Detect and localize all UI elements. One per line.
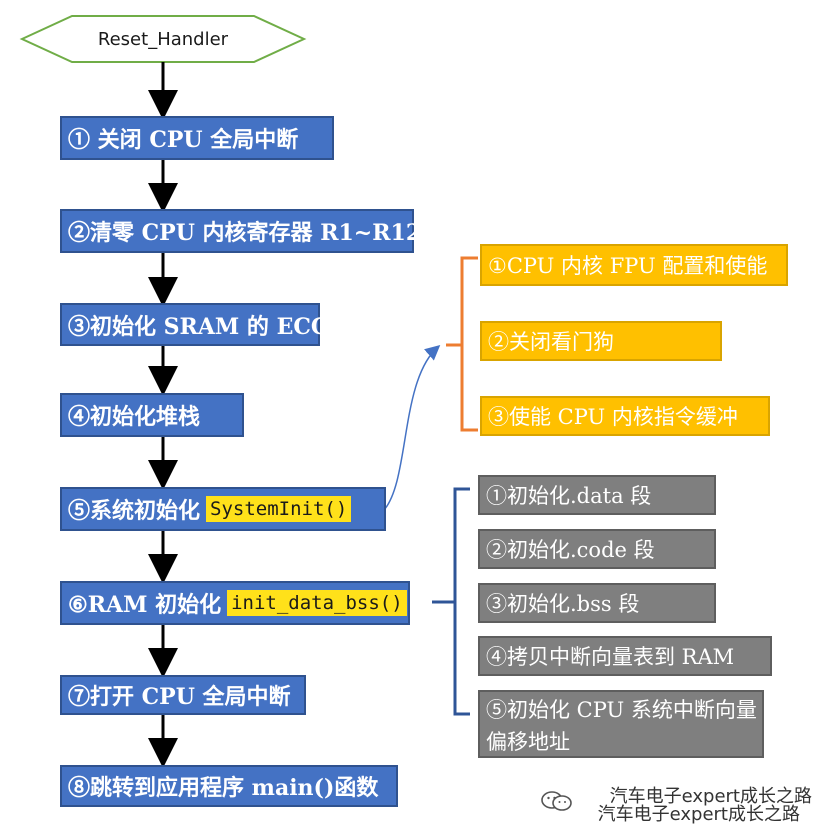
system-init-detail-2: ②关闭看门狗 (480, 321, 722, 361)
step-label: ③初始化 SRAM 的 ECC (68, 313, 329, 340)
ram-init-detail-1: ①初始化.data 段 (478, 475, 716, 515)
blue-bracket (432, 487, 470, 716)
step-5: ⑤系统初始化 SystemInit() (60, 487, 386, 531)
step-label: ⑦打开 CPU 全局中断 (68, 684, 291, 710)
detail-label: ③使能 CPU 内核指令缓冲 (488, 405, 738, 429)
watermark-line-2: 汽车电子expert成长之路 (597, 804, 800, 825)
ram-init-detail-5: ⑤初始化 CPU 系统中断向量偏移地址 (478, 690, 764, 758)
step-label: ⑧跳转到应用程序 main()函数 (68, 775, 379, 801)
step-label: ②清零 CPU 内核寄存器 R1~R12 (68, 220, 422, 246)
step-3: ③初始化 SRAM 的 ECC (60, 303, 328, 346)
detail-label: ①CPU 内核 FPU 配置和使能 (488, 254, 768, 278)
system-init-code: SystemInit() (206, 496, 352, 522)
system-init-detail-3: ③使能 CPU 内核指令缓冲 (480, 396, 770, 436)
ram-init-detail-4: ④拷贝中断向量表到 RAM (478, 636, 772, 676)
wechat-icon (541, 791, 572, 811)
step-4: ④初始化堆栈 (60, 393, 244, 437)
step-label: ⑥RAM 初始化 (68, 592, 222, 618)
orange-bracket (446, 256, 478, 432)
step-6: ⑥RAM 初始化 init_data_bss() (60, 581, 410, 625)
step-label: ① 关闭 CPU 全局中断 (68, 127, 299, 153)
detail-label: ⑤初始化 CPU 系统中断向量偏移地址 (486, 698, 757, 754)
step-8: ⑧跳转到应用程序 main()函数 (60, 765, 398, 807)
detail-label: ④拷贝中断向量表到 RAM (486, 645, 735, 669)
step-label: ④初始化堆栈 (68, 404, 201, 430)
detail-label: ③初始化.bss 段 (486, 592, 640, 616)
step-2: ②清零 CPU 内核寄存器 R1~R12 (60, 209, 421, 253)
ram-init-detail-2: ②初始化.code 段 (478, 529, 716, 569)
detail-label: ②关闭看门狗 (488, 330, 614, 354)
init-data-bss-code: init_data_bss() (227, 590, 407, 616)
ram-init-detail-3: ③初始化.bss 段 (478, 583, 716, 623)
step-label: ⑤系统初始化 (68, 498, 201, 524)
system-init-detail-1: ①CPU 内核 FPU 配置和使能 (480, 244, 788, 286)
detail-label: ①初始化.data 段 (486, 484, 652, 508)
start-hexagon (19, 15, 307, 63)
step-7: ⑦打开 CPU 全局中断 (60, 675, 306, 715)
start-label: Reset_Handler (97, 28, 229, 50)
watermark-line-1: 汽车电子expert成长之路 (609, 786, 812, 807)
curved-arrow (383, 345, 441, 511)
detail-label: ②初始化.code 段 (486, 538, 655, 562)
step-1: ① 关闭 CPU 全局中断 (60, 116, 334, 160)
